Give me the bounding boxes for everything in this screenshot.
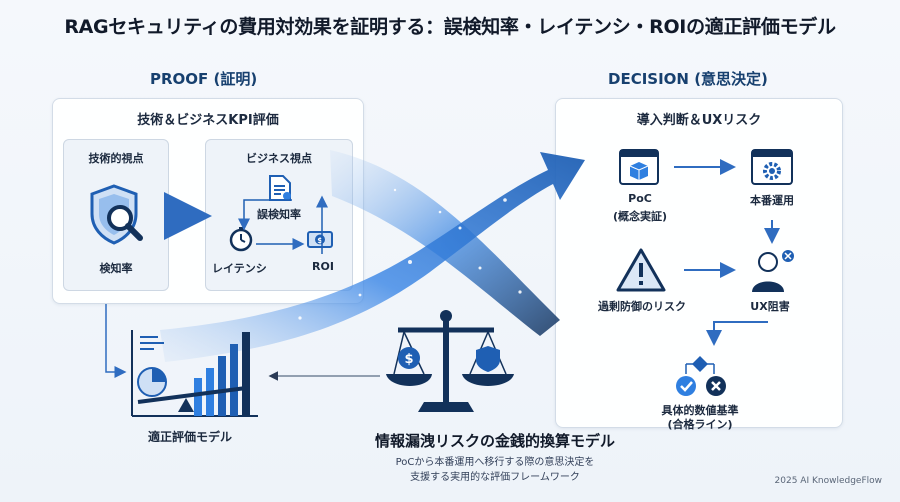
business-title: ビジネス視点	[246, 152, 312, 165]
model-description-line-1: PoCから本番運用へ移行する際の意思決定を	[395, 457, 595, 468]
technical-title: 技術的視点	[88, 152, 144, 165]
warning-triangle-icon	[616, 248, 666, 292]
proof-section-title: PROOF (証明)	[150, 70, 258, 88]
page-title: RAGセキュリティの費用対効果を証明する：誤検知率・レイテンシ・ROIの適正評価…	[64, 16, 836, 38]
latency-label: レイテンシ	[212, 262, 267, 275]
browser-gear-icon	[751, 149, 793, 185]
shield-magnifier-icon	[90, 184, 143, 245]
ux-to-criteria-arrow	[706, 321, 768, 346]
frustrated-user-icon	[752, 250, 794, 292]
production-label: 本番運用	[750, 194, 794, 207]
criteria-decision-graphic	[685, 356, 715, 374]
proof-flow-band	[160, 152, 585, 362]
decision-panel: 導入判断＆UXリスク	[555, 98, 843, 428]
model-description: PoCから本番運用へ移行する際の意思決定を 支援する実用的な評価フレームワーク	[0, 455, 900, 485]
model-title: 情報漏洩リスクの金銭的換算モデル	[374, 432, 615, 450]
model-label: 適正評価モデル	[148, 430, 233, 444]
poc-sub-label: (概念実証)	[612, 210, 668, 223]
cycle-arrow-left	[238, 199, 292, 231]
proof-to-model-arrow	[105, 304, 127, 378]
svg-text:$: $	[404, 352, 413, 367]
ux-block-label: UX阻害	[750, 300, 790, 313]
document-icon	[269, 175, 291, 201]
proof-panel-title: 技術＆ビジネスKPI評価	[137, 113, 279, 128]
overdefense-risk-label: 過剰防御のリスク	[598, 300, 686, 313]
poc-label: PoC	[628, 192, 652, 205]
roi-label: ROI	[312, 260, 334, 273]
bar-pie-chart-icon	[131, 330, 258, 417]
svg-text:$: $	[317, 236, 323, 245]
cross-icon	[706, 376, 726, 396]
criteria-label: 具体的数値基準	[661, 404, 739, 417]
technical-panel: 技術的視点 検知率	[63, 139, 169, 291]
decision-panel-title: 導入判断＆UXリスク	[636, 113, 762, 128]
balance-scale-icon: $	[386, 310, 514, 412]
model-description-line-2: 支援する実用的な評価フレームワーク	[410, 472, 580, 483]
decision-section-title: DECISION (意思決定)	[608, 70, 768, 88]
proof-panel: 技術＆ビジネスKPI評価 技術的視点 検知率 ビジネス視点 誤検知率	[52, 98, 364, 304]
browser-cube-icon	[619, 149, 659, 185]
detection-rate-label: 検知率	[99, 262, 133, 275]
footer-credit: 2025 AI KnowledgeFlow	[774, 476, 882, 486]
check-icon	[676, 376, 696, 396]
false-positive-label: 誤検知率	[257, 208, 301, 221]
business-panel: ビジネス視点 誤検知率 $ レイテンシ ROI	[205, 139, 353, 291]
criteria-sub-label: (合格ライン)	[667, 418, 733, 431]
